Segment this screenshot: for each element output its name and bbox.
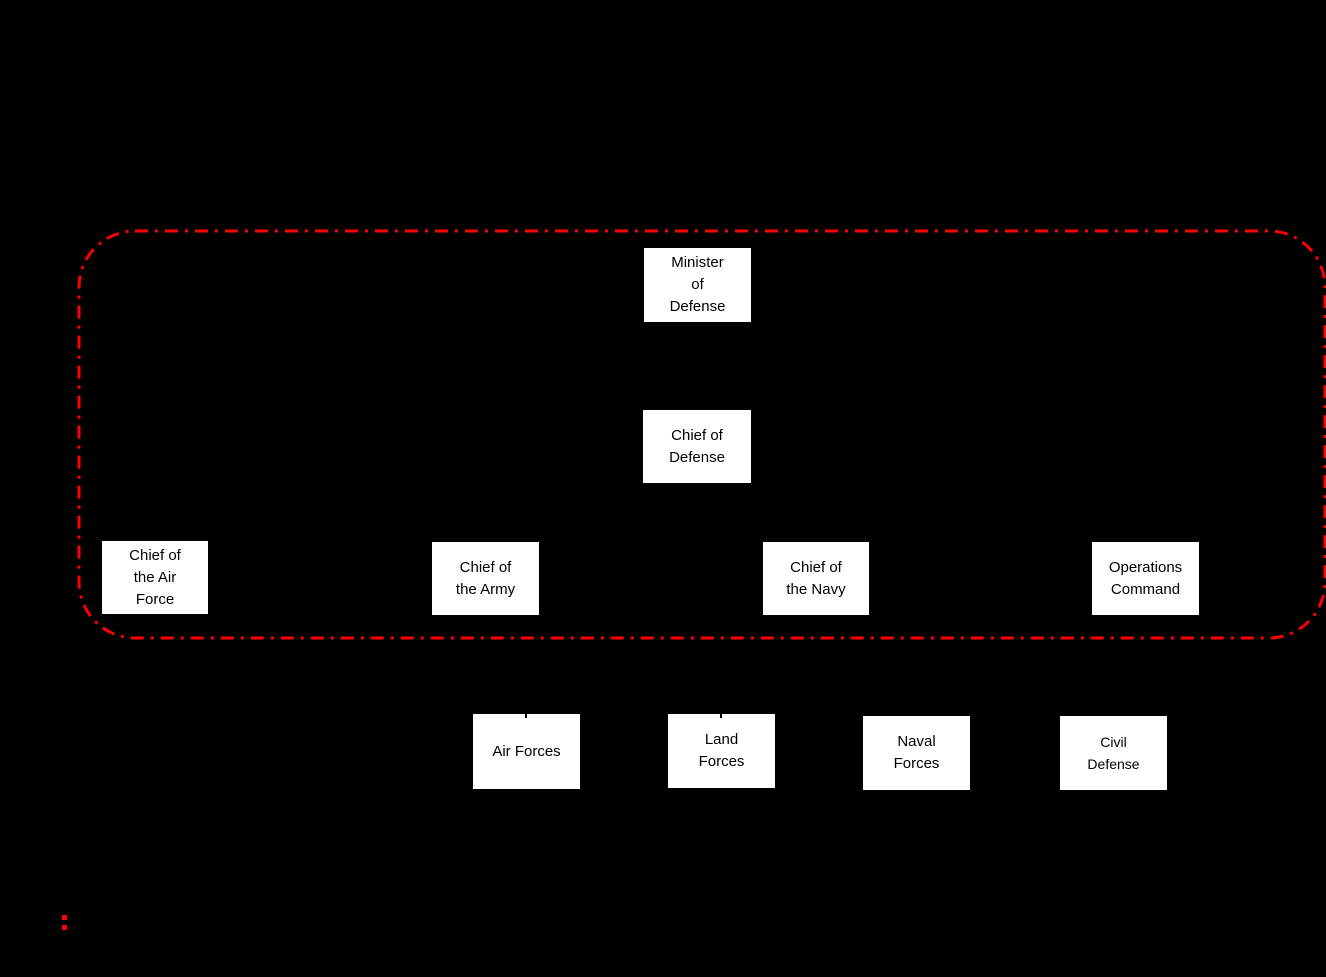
ministry-group-frame-border bbox=[77, 229, 1326, 640]
node-naval-forces[interactable]: Naval Forces bbox=[863, 716, 970, 790]
node-label-line: of bbox=[691, 276, 704, 293]
node-label-line: Force bbox=[135, 590, 175, 608]
node-label-line: the Air bbox=[133, 568, 177, 586]
connector-stub-land-forces bbox=[720, 714, 722, 718]
node-air-forces[interactable]: Air Forces bbox=[473, 714, 580, 789]
node-chief-of-defense[interactable]: Chief of Defense bbox=[643, 410, 751, 483]
legend-dot-icon bbox=[62, 925, 67, 930]
node-label-line: the Army bbox=[455, 580, 516, 598]
node-land-forces[interactable]: Land Forces bbox=[668, 714, 775, 788]
node-label-line: Command bbox=[1110, 580, 1181, 598]
node-chief-of-navy[interactable]: Chief of the Navy bbox=[763, 542, 869, 615]
node-label-line: Defense bbox=[669, 298, 726, 315]
node-label-line: Air Forces bbox=[492, 742, 561, 760]
node-label-line: Chief of bbox=[459, 558, 512, 576]
node-label-line: Defense bbox=[1087, 756, 1140, 772]
node-civil-defense[interactable]: Civil Defense bbox=[1060, 716, 1167, 790]
node-label-line: Chief of bbox=[671, 426, 723, 444]
node-operations-command[interactable]: Operations Command bbox=[1092, 542, 1199, 615]
connector-stub-air-forces bbox=[525, 714, 527, 718]
node-label-line: Chief of bbox=[790, 558, 842, 576]
node-label-line: Forces bbox=[698, 753, 745, 770]
node-label-line: Defense bbox=[669, 448, 725, 466]
node-label-line: Naval bbox=[897, 733, 936, 750]
node-label-line: Chief of bbox=[129, 546, 181, 564]
node-label-line: Civil bbox=[1100, 734, 1127, 750]
node-label-line: Land bbox=[704, 731, 739, 748]
node-chief-of-air-force[interactable]: Chief of the Air Force bbox=[102, 541, 208, 614]
node-label-line: Minister bbox=[671, 254, 724, 271]
node-label-line: Forces bbox=[893, 755, 940, 772]
node-label-line: Operations bbox=[1108, 558, 1183, 576]
node-minister-of-defense[interactable]: Minister of Defense bbox=[644, 248, 751, 322]
legend-dot-icon bbox=[62, 915, 67, 920]
node-chief-of-army[interactable]: Chief of the Army bbox=[432, 542, 539, 615]
node-label-line: the Navy bbox=[786, 580, 846, 598]
ministry-group-frame bbox=[77, 229, 1326, 640]
legend-dash-dot-marker bbox=[62, 915, 68, 931]
